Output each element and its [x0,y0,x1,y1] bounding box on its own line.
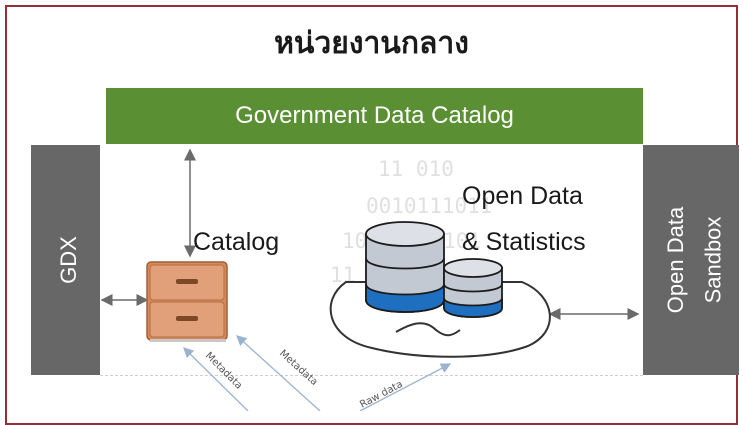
gdx-label: GDX [55,236,81,284]
gdx-panel: GDX [31,145,100,375]
open-data-line: Open Data [462,182,583,210]
catalog-label: Catalog [193,228,280,256]
open-data-sandbox-panel: Open Data Sandbox [643,145,739,375]
open-data-statistics-label: Open Data & Statistics [462,173,586,265]
sandbox-label-line1: Open Data [663,206,689,314]
government-data-catalog-banner: Government Data Catalog [106,88,643,144]
page-title: หน่วยงานกลาง [274,26,469,61]
sandbox-label-line2: Sandbox [700,216,726,304]
statistics-line: & Statistics [462,228,586,256]
banner-label: Government Data Catalog [235,102,514,129]
